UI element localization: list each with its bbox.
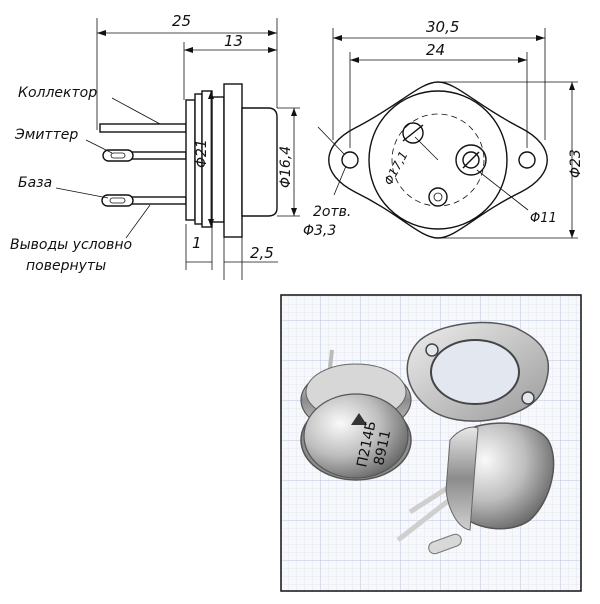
- dim-flange-width: 30,5: [426, 18, 459, 36]
- photo-frame: [280, 294, 582, 592]
- side-view: 25 13 Φ21 Φ16,4: [10, 12, 300, 280]
- dim-body-diameter: Φ21: [194, 139, 210, 168]
- photo-flange: [406, 321, 550, 422]
- emitter-lug: [102, 149, 134, 162]
- photo-panel: П214Б 8911: [280, 294, 582, 592]
- photo-transistor-back: [396, 422, 555, 555]
- emitter-lug-hole: [110, 152, 126, 159]
- photo-top-lead: [328, 349, 334, 369]
- dim-overall-length: 25: [172, 12, 191, 30]
- photo-flange-hole: [430, 339, 520, 405]
- label-leads-note-1: Выводы условно: [10, 237, 132, 253]
- photo-cap-front: [303, 393, 409, 479]
- photo-lug: [428, 533, 462, 555]
- dim-flange-offset: 2,5: [250, 244, 274, 262]
- mount-hole-right: [518, 151, 536, 169]
- dim-flange-height: Φ23: [568, 149, 584, 178]
- dim-pin-circle: Φ17,1: [381, 149, 410, 188]
- header-disc-4: [211, 96, 225, 223]
- label-holes-diameter: Φ3,3: [303, 223, 336, 239]
- emitter-lead: [129, 151, 187, 160]
- dim-pin-diameter: Φ11: [530, 211, 557, 226]
- collector-lead: [99, 123, 187, 133]
- collector-pin-center: [433, 192, 443, 202]
- collector-pin-top: [428, 187, 448, 207]
- base-lug-hole: [109, 197, 126, 204]
- base-pin-top-outer: [455, 144, 487, 176]
- leader-note: [125, 204, 151, 239]
- photo-lead-1: [396, 496, 454, 542]
- base-lead: [129, 196, 187, 205]
- base-pin-top-inner: [462, 151, 480, 169]
- label-holes-count: 2отв.: [313, 204, 351, 220]
- photo-flange-screw-hole-2: [521, 391, 535, 405]
- side-flange: [223, 83, 243, 238]
- leader-holes-b: [333, 165, 347, 196]
- mount-hole-left: [341, 151, 359, 169]
- dim-hole-spacing: 24: [426, 41, 445, 59]
- top-view: 30,5 24 Φ17,1 Φ23 Φ11 2отв.: [303, 18, 584, 239]
- photo-header-back: [445, 426, 479, 531]
- emitter-pin-top: [402, 122, 424, 144]
- label-base: База: [18, 175, 52, 191]
- label-leads-note-2: повернуты: [26, 258, 106, 274]
- leader-d11: [476, 169, 529, 211]
- emitter-pin-bar: [402, 124, 424, 142]
- manufacturer-logo: [351, 413, 367, 425]
- dim-flange-thickness: 1: [192, 234, 202, 252]
- top-body-circle: [368, 90, 508, 230]
- base-lug: [101, 194, 134, 207]
- leader-collector: [111, 97, 161, 125]
- side-cap: [241, 107, 278, 217]
- radius-line: [414, 136, 439, 161]
- photo-marking-date: 8911: [371, 429, 394, 467]
- dim-body-length: 13: [224, 32, 243, 50]
- leader-holes-a: [317, 126, 345, 155]
- label-emitter: Эмиттер: [14, 127, 78, 143]
- leader-emitter: [85, 139, 113, 154]
- leader-base: [55, 187, 109, 199]
- base-pin-bar: [462, 151, 480, 169]
- dim-cap-diameter: Φ16,4: [278, 146, 294, 188]
- label-collector: Коллектор: [18, 85, 97, 101]
- photo-flange-screw-hole-1: [425, 343, 439, 357]
- photo-transistor-front: П214Б 8911: [300, 349, 412, 481]
